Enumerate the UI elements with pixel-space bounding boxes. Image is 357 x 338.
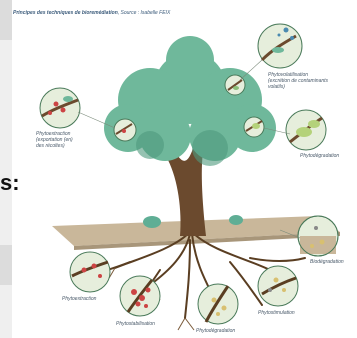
callout-biodegradation bbox=[298, 216, 338, 256]
callout-phytoextraction-top bbox=[40, 88, 80, 128]
label-phytodegradation-root: Phytodégradation bbox=[196, 328, 235, 334]
label-phytovolatilisation-note: (excrétion de contaminants volatils) bbox=[268, 78, 330, 90]
callout-phytostabilisation bbox=[120, 276, 160, 316]
label-phytodegradation: Phytodégradation bbox=[300, 153, 339, 159]
label-biodegradation: Biodégradation bbox=[310, 259, 344, 265]
callout-phytodegradation-root bbox=[198, 284, 238, 324]
zoom-circle-canopy-left bbox=[114, 119, 136, 141]
slide-text-fragment: s: bbox=[0, 172, 16, 194]
zoom-circle-canopy-right bbox=[244, 117, 264, 137]
callout-phytodegradation bbox=[286, 110, 326, 150]
label-phytoextraction-top-note: (exportation (en) des récoltes) bbox=[36, 137, 80, 149]
callout-phytoextraction-root bbox=[70, 252, 110, 292]
label-phytoextraction: Phytoextraction bbox=[62, 296, 96, 302]
label-phytostabilisation: Phytostabilisation bbox=[116, 321, 155, 327]
tree-canopy bbox=[104, 36, 276, 161]
ground-plant-icon bbox=[143, 216, 161, 228]
callout-phytovolatilisation bbox=[258, 24, 302, 68]
callout-phytostimulation bbox=[258, 266, 298, 306]
ground-plant-icon bbox=[229, 215, 243, 225]
label-phytostimulation: Phytostimulation bbox=[258, 310, 295, 316]
